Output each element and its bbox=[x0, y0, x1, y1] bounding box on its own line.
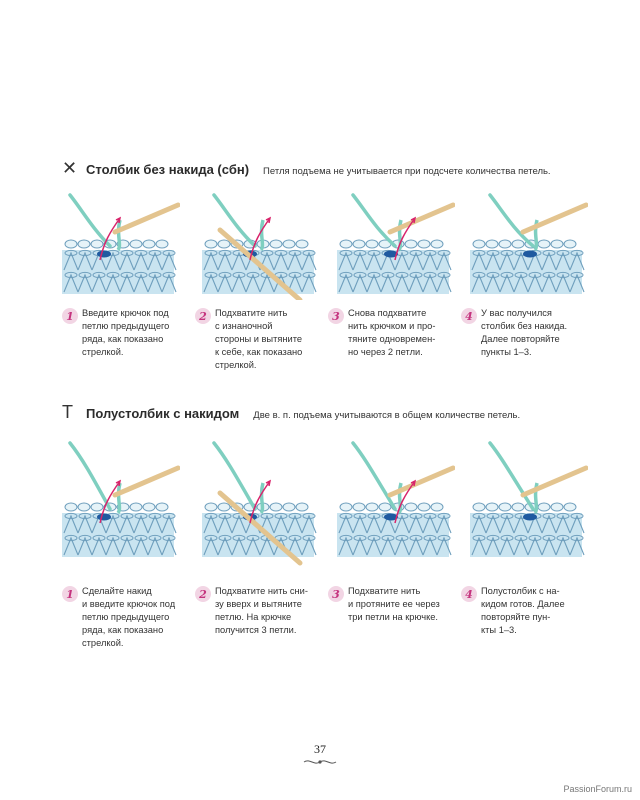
step-text: Снова подхватите нить крючком и про-тянит… bbox=[348, 307, 435, 359]
crochet-step-illustration bbox=[200, 190, 320, 305]
step-text-line: У вас получился bbox=[481, 308, 552, 318]
step-caption: 1 Сделайте накид и введите крючок под петлю… bbox=[62, 585, 192, 650]
step-number-badge: 1 bbox=[62, 586, 78, 602]
crochet-step-illustration bbox=[60, 438, 181, 578]
step-number-badge: 2 bbox=[195, 308, 211, 324]
step-caption: 4 У вас получился столбик без накида. Далее… bbox=[461, 307, 591, 359]
step-text-line: Подхватите нить bbox=[348, 586, 421, 596]
step-text-line: петлю. На крючке bbox=[215, 612, 292, 622]
step-caption: 2 Подхватите нить с изнаночной стороны и вы… bbox=[195, 307, 325, 372]
step-text-line: стороны и вытяните bbox=[215, 334, 303, 344]
step-number-badge: 2 bbox=[195, 586, 211, 602]
section-note: Петля подъема не учитывается при подсчет… bbox=[263, 166, 551, 177]
step-caption: 4 Полустолбик с на-кидом готов. Далее повт… bbox=[461, 585, 591, 637]
section-note: Две в. п. подъема учитываются в общем ко… bbox=[253, 410, 521, 421]
crochet-step-illustration bbox=[335, 438, 456, 578]
step-text-line: столбик без накида. bbox=[481, 321, 568, 331]
crochet-step-illustration bbox=[468, 190, 589, 305]
crochet-step-illustration bbox=[60, 190, 181, 305]
step-number-badge: 3 bbox=[328, 586, 344, 602]
step-text: Введите крючок под петлю предыдущего ряда,… bbox=[82, 307, 169, 359]
crochet-step-illustration bbox=[468, 438, 589, 578]
step-text-line: нить крючком и про- bbox=[348, 321, 436, 331]
step-text: Подхватите нить сни-зу вверх и вытяните п… bbox=[215, 585, 308, 637]
step-text-line: кидом готов. Далее bbox=[481, 599, 565, 609]
step-text-line: и протяните ее через bbox=[348, 599, 440, 609]
step-number-badge: 3 bbox=[328, 308, 344, 324]
ornament-icon bbox=[303, 760, 337, 764]
step-text-line: ряда, как показано bbox=[82, 334, 164, 344]
step-number-badge: 1 bbox=[62, 308, 78, 324]
step-text-line: петлю предыдущего bbox=[82, 321, 170, 331]
step-text-line: ряда, как показано bbox=[82, 625, 164, 635]
step-text-line: стрелкой. bbox=[82, 638, 124, 648]
step-text-line: тяните одновремен- bbox=[348, 334, 436, 344]
section-header-hdc: T Полустолбик с накидом Две в. п. подъем… bbox=[62, 402, 520, 423]
step-text-line: к себе, как показано bbox=[215, 347, 303, 357]
hdc-symbol-icon: T bbox=[62, 402, 73, 422]
step-text: У вас получился столбик без накида. Далее … bbox=[481, 307, 567, 359]
step-text: Подхватите нить с изнаночной стороны и выт… bbox=[215, 307, 302, 372]
step-text-line: и введите крючок под bbox=[82, 599, 176, 609]
step-text-line: три петли на крючке. bbox=[348, 612, 439, 622]
step-text-line: Введите крючок под bbox=[82, 308, 169, 318]
step-text-line: Снова подхватите bbox=[348, 308, 427, 318]
step-text-line: получится 3 петли. bbox=[215, 625, 297, 635]
step-text-line: с изнаночной bbox=[215, 321, 273, 331]
crochet-step-illustration bbox=[335, 190, 456, 305]
watermark: PassionForum.ru bbox=[563, 784, 632, 794]
step-text-line: кты 1–3. bbox=[481, 625, 517, 635]
step-text-line: Подхватите нить bbox=[215, 308, 288, 318]
step-caption: 3 Подхватите нить и протяните ее через три … bbox=[328, 585, 458, 624]
sc-symbol-icon: ✕ bbox=[62, 158, 78, 178]
step-number-badge: 4 bbox=[461, 586, 477, 602]
step-text-line: стрелкой. bbox=[82, 347, 124, 357]
section-header-sc: ✕ Столбик без накида (сбн) Петля подъема… bbox=[62, 158, 551, 179]
step-text-line: зу вверх и вытяните bbox=[215, 599, 302, 609]
step-text-line: пункты 1–3. bbox=[481, 347, 532, 357]
step-caption: 3 Снова подхватите нить крючком и про-тяни… bbox=[328, 307, 458, 359]
step-text: Полустолбик с на-кидом готов. Далее повто… bbox=[481, 585, 565, 637]
step-number-badge: 4 bbox=[461, 308, 477, 324]
section-title: Столбик без накида (сбн) bbox=[86, 162, 250, 177]
step-text-line: повторяйте пун- bbox=[481, 612, 551, 622]
step-text-line: стрелкой. bbox=[215, 360, 257, 370]
step-text-line: Далее повторяйте bbox=[481, 334, 560, 344]
step-text-line: но через 2 петли. bbox=[348, 347, 423, 357]
step-text-line: Полустолбик с на- bbox=[481, 586, 560, 596]
section-title: Полустолбик с накидом bbox=[86, 406, 240, 421]
step-text-line: петлю предыдущего bbox=[82, 612, 170, 622]
page-number: 37 bbox=[314, 742, 326, 756]
step-text: Подхватите нить и протяните ее через три п… bbox=[348, 585, 440, 624]
crochet-step-illustration bbox=[200, 438, 320, 578]
step-text-line: Сделайте накид bbox=[82, 586, 152, 596]
step-text-line: Подхватите нить сни- bbox=[215, 586, 308, 596]
step-caption: 1 Введите крючок под петлю предыдущего ряда… bbox=[62, 307, 192, 359]
step-text: Сделайте накид и введите крючок под петлю … bbox=[82, 585, 175, 650]
